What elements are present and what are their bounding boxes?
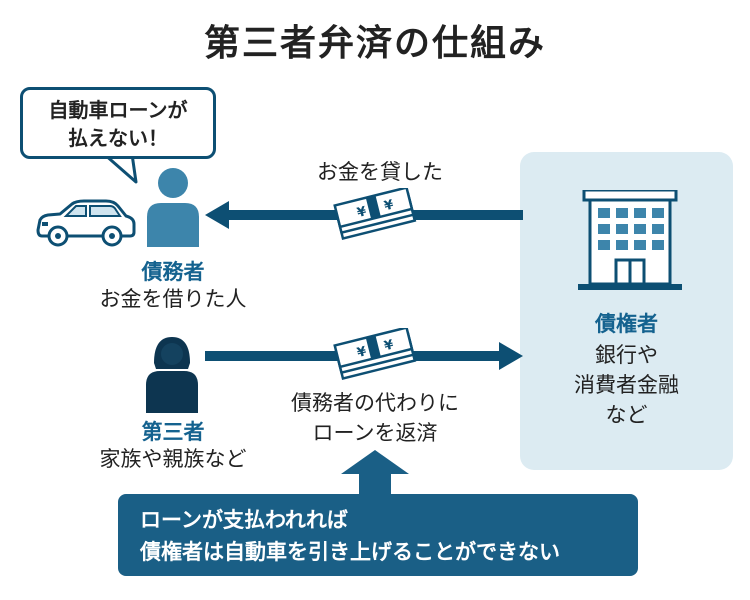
- svg-text:¥: ¥: [383, 338, 395, 355]
- bubble-line-1: 自動車ローンが: [48, 98, 188, 122]
- creditor-desc-line-3: など: [605, 403, 648, 427]
- bubble-line-2: 払えない！: [68, 126, 168, 150]
- creditor-desc-line-1: 銀行や: [595, 343, 658, 367]
- svg-text:¥: ¥: [356, 204, 368, 221]
- debtor-person-icon: [147, 168, 199, 247]
- diagram-title: 第三者弁済の仕組み: [203, 23, 546, 64]
- svg-text:¥: ¥: [383, 198, 395, 215]
- third-party-person-icon: [146, 337, 198, 413]
- third-party-desc: 家族や親族など: [99, 447, 247, 471]
- note-box: ローンが支払われれば 債権者は自動車を引き上げることができない: [118, 494, 638, 576]
- lend-arrow-label: お金を貸した: [317, 160, 443, 184]
- third-party-role: 第三者: [141, 420, 205, 444]
- repay-label-line-2: ローンを返済: [312, 421, 438, 445]
- up-arrow-icon: [341, 450, 409, 496]
- repay-arrow-label: 債務者の代わりに ローンを返済: [255, 388, 495, 448]
- creditor-desc: 銀行や 消費者金融 など: [520, 340, 733, 430]
- note-line-1: ローンが支払われれば: [140, 508, 348, 532]
- money-bundle-icon-2: ¥ ¥: [333, 328, 417, 380]
- note-line-2: 債権者は自動車を引き上げることができない: [140, 540, 560, 564]
- debtor-desc: お金を借りた人: [99, 287, 247, 311]
- bank-building-icon: [578, 190, 682, 290]
- repay-label-line-1: 債務者の代わりに: [291, 391, 459, 415]
- creditor-desc-line-2: 消費者金融: [574, 373, 679, 397]
- money-bundle-icon: ¥ ¥: [333, 188, 417, 240]
- speech-bubble: 自動車ローンが 払えない！: [20, 87, 216, 159]
- debtor-role: 債務者: [141, 260, 205, 284]
- svg-text:¥: ¥: [356, 344, 368, 361]
- creditor-role: 債権者: [595, 312, 658, 336]
- note-text: ローンが支払われれば 債権者は自動車を引き上げることができない: [118, 494, 638, 568]
- car-icon: [36, 199, 136, 247]
